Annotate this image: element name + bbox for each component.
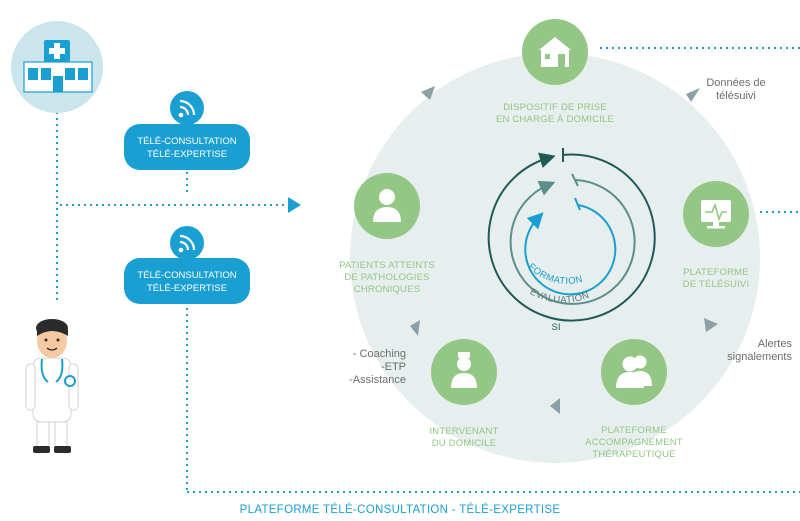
note-alertes: Alertes signalements	[727, 338, 792, 363]
label-domicile: DISPOSITIF DE PRISE EN CHARGE À DOMICILE	[495, 102, 615, 125]
dotted-connectors	[56, 47, 800, 493]
hospital-icon	[11, 21, 103, 113]
wifi-icon-bottom	[170, 226, 204, 260]
pill-bottom-line1: TÉLÉ-CONSULTATION	[137, 270, 237, 281]
house-icon	[539, 37, 571, 67]
doctor-figure	[25, 319, 79, 453]
node-telesuivi	[683, 181, 749, 247]
group-icon	[616, 355, 652, 388]
label-patients: PATIENTS ATTEINTS DE PATHOLOGIES CHRONIQ…	[339, 260, 435, 295]
pill-top-line1: TÉLÉ-CONSULTATION	[137, 136, 237, 147]
label-intervenant: INTERVENANT DU DOMICILE	[429, 426, 499, 449]
flow-arrows	[410, 86, 718, 414]
patient-icon	[373, 189, 401, 222]
wifi-icon-top	[170, 91, 204, 125]
si-label: SI	[552, 322, 561, 333]
arrow-to-cycle	[288, 197, 301, 213]
nurse-icon	[451, 352, 477, 388]
footer-platform-label: PLATEFORME TÉLÉ-CONSULTATION - TÉLÉ-EXPE…	[239, 504, 561, 516]
note-coaching: - Coaching -ETP -Assistance	[349, 348, 406, 386]
node-patients	[354, 173, 420, 239]
node-domicile	[522, 19, 588, 85]
label-telesuivi: PLATEFORME DE TÉLÉSUIVI	[682, 267, 750, 290]
pill-teleconsultation-bottom: TÉLÉ-CONSULTATION TÉLÉ-EXPERTISE	[124, 258, 250, 304]
label-accompagnement: PLATEFORME ACCOMPAGNEMENT THÉRAPEUTIQUE	[585, 425, 683, 460]
note-donnees: Données de télésuivi	[706, 77, 766, 102]
monitor-icon	[701, 200, 731, 229]
pill-bottom-line2: TÉLÉ-EXPERTISE	[146, 283, 228, 294]
node-intervenant	[431, 339, 497, 405]
node-accompagnement	[601, 339, 667, 405]
cycle-arrows	[487, 148, 656, 322]
pill-teleconsultation-top: TÉLÉ-CONSULTATION TÉLÉ-EXPERTISE	[124, 124, 250, 170]
pill-top-line2: TÉLÉ-EXPERTISE	[146, 149, 228, 160]
